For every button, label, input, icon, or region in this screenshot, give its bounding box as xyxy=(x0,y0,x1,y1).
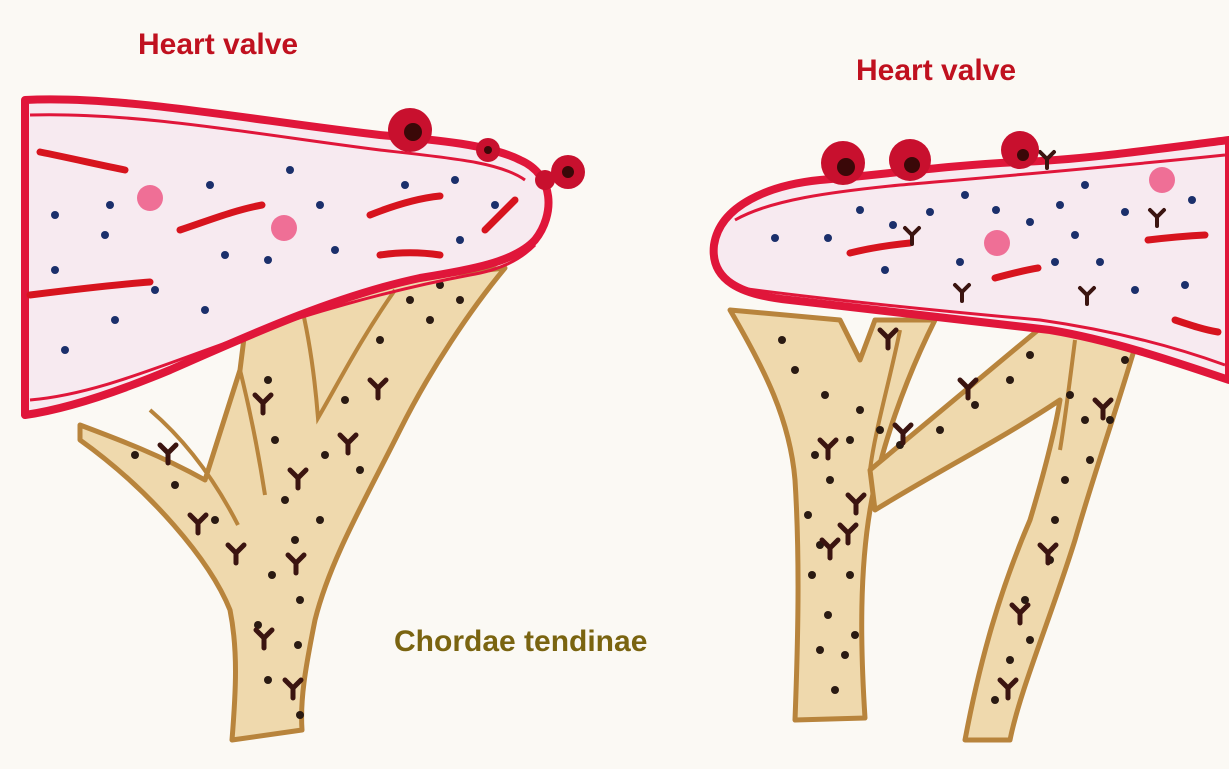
right-panel: Heart valve xyxy=(714,54,1229,740)
chordae-tendinae-label: Chordae tendinae xyxy=(394,625,647,658)
right-cord-a xyxy=(730,310,935,720)
heart-valve-label-left: Heart valve xyxy=(138,28,298,61)
right-chordae xyxy=(730,310,1140,740)
right-cord-b xyxy=(870,320,1140,740)
heart-valve-label-right: Heart valve xyxy=(856,54,1016,87)
